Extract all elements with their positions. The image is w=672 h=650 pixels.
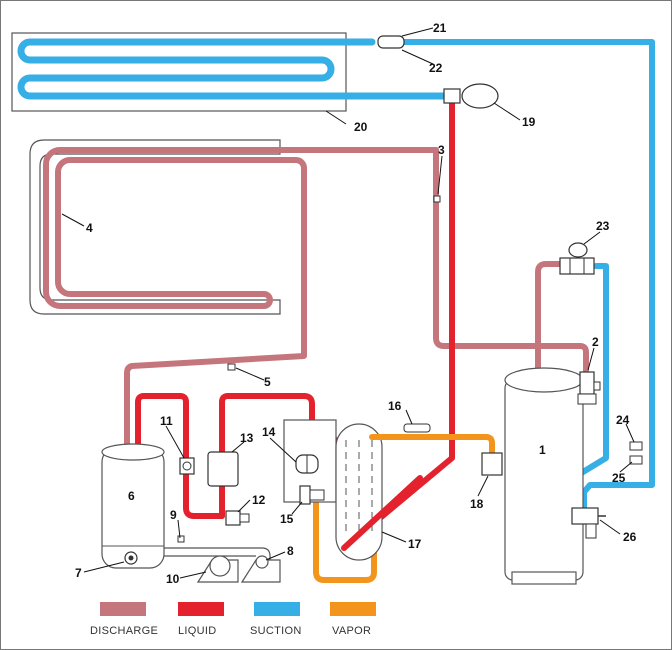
callout-26: 26 [623,530,637,544]
receiver-tank [101,443,165,569]
callout-3: 3 [438,143,445,157]
callout-16: 16 [388,399,402,413]
legend-label-discharge: DISCHARGE [90,625,158,637]
callout-18: 18 [470,497,484,511]
callout-numbers: 1 2 3 4 5 6 7 8 9 10 11 12 13 14 15 16 1… [75,21,637,586]
heat-exchanger [335,423,383,561]
callout-19: 19 [522,115,536,129]
pressure-valve-2 [577,371,601,405]
fan-motor-10 [196,555,239,583]
junction-box-18 [481,452,503,476]
callout-14: 14 [262,425,276,439]
callout-7: 7 [75,566,82,580]
mounting-bracket [164,547,271,566]
expansion-valve-19 [443,83,499,109]
legend-label-suction: SUCTION [250,625,302,637]
discharge-compressor-line [433,147,589,381]
fan-motor-8 [240,555,281,583]
callout-13: 13 [240,431,254,445]
legend-swatch-vapor [330,602,376,616]
vapor-line-lower [313,497,377,583]
coupler-21 [377,35,405,49]
callout-11: 11 [160,414,173,428]
liquid-line-drier [135,393,225,519]
sight-glass-7 [124,551,138,565]
evaporator-panel [11,32,347,112]
valve-24-25 [629,441,643,465]
legend-label-liquid: LIQUID [178,625,216,637]
callout-22: 22 [429,61,443,75]
sensor-3 [433,195,441,203]
callout-5: 5 [264,375,271,389]
callout-4: 4 [86,221,93,235]
callout-8: 8 [287,544,294,558]
sensor-5 [227,363,236,371]
legend-label-vapor: VAPOR [332,625,371,637]
discharge-upper-loop [535,261,569,373]
vapor-line-upper [369,434,501,465]
callout-17: 17 [408,537,422,551]
legend-swatch-liquid [178,602,224,616]
sight-glass-11 [179,457,195,475]
fitting-16 [403,423,431,433]
callout-24: 24 [616,413,630,427]
callout-12: 12 [252,493,266,507]
solenoid-valve-12 [225,510,250,526]
legend: DISCHARGE LIQUID SUCTION VAPOR [90,602,376,637]
suction-evaporator-coil [17,38,452,100]
valve-15 [299,485,325,505]
suction-main-line [397,39,655,515]
discharge-condenser-coil [43,147,439,453]
callout-20: 20 [354,120,368,134]
callout-21: 21 [433,21,447,35]
callout-10: 10 [166,572,180,586]
leader-lines [61,27,635,579]
accumulator-valve-23 [559,242,595,275]
sensor-9 [177,535,185,543]
compressor [504,367,584,585]
callout-25: 25 [612,471,626,485]
liquid-line-filter [219,393,339,519]
valve-14 [295,454,319,474]
callout-9: 9 [170,508,177,522]
service-valve-26 [571,507,606,539]
callout-23: 23 [596,219,610,233]
callout-15: 15 [280,512,294,526]
liquid-line-crossover [341,475,423,551]
legend-swatch-discharge [100,602,146,616]
legend-swatch-suction [254,602,300,616]
callout-2: 2 [592,335,599,349]
condenser-frame [29,139,281,315]
callout-6: 6 [128,489,135,503]
callout-1: 1 [539,443,546,457]
filter-drier [207,451,239,487]
